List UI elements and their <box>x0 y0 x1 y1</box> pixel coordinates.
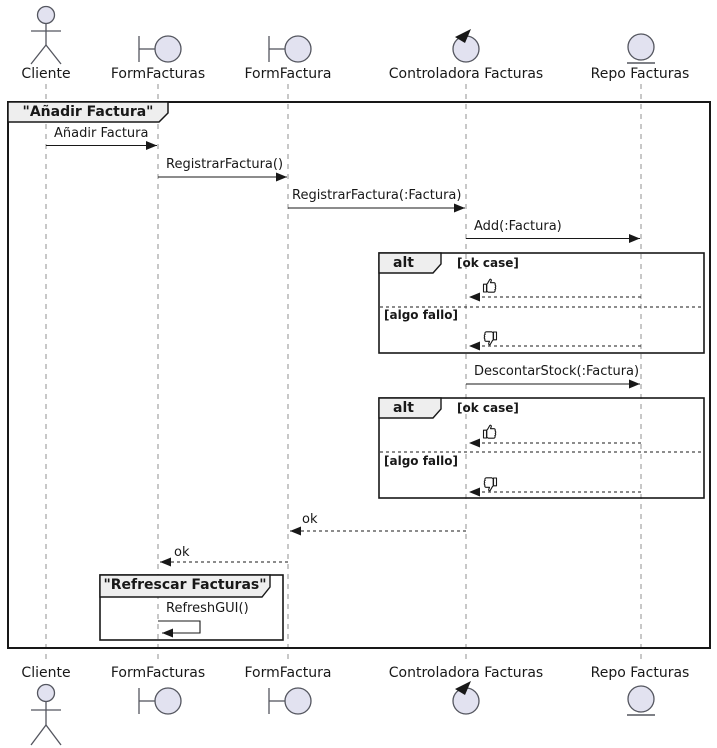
outer-frame <box>7 101 711 649</box>
thumbs-up-icon <box>482 424 497 439</box>
alt-frame-1 <box>378 252 705 354</box>
control-icon <box>452 29 480 63</box>
alt-operator-1: alt <box>393 255 414 271</box>
alt-frame-2 <box>378 397 705 499</box>
message-label-registrar-factura: RegistrarFactura() <box>166 157 284 172</box>
actor-icon <box>30 683 62 746</box>
alt-guard-fail-1: [algo fallo] <box>384 308 458 322</box>
inner-frame <box>99 574 284 641</box>
alt-frame-2-tab <box>378 397 442 419</box>
inner-frame-tab <box>99 574 271 598</box>
lifelines <box>45 84 642 661</box>
message-arrows <box>46 141 640 389</box>
message-label-add-factura: Add(:Factura) <box>474 219 562 234</box>
thumbs-down-icon <box>483 331 498 346</box>
participant-label-repo: Repo Facturas <box>590 66 690 82</box>
message-label-registrar-factura-param: RegistrarFactura(:Factura) <box>292 188 462 203</box>
outer-frame-tab <box>7 101 169 123</box>
alt-guard-ok-1: [ok case] <box>457 256 519 270</box>
participant-label-formfacturas: FormFacturas <box>110 66 206 82</box>
actor-icon <box>30 5 62 65</box>
entity-icon <box>627 33 655 64</box>
thumbs-down-icon <box>483 477 498 492</box>
message-label-ok-1: ok <box>302 512 318 527</box>
boundary-icon <box>268 35 312 63</box>
alt-guard-fail-2: [algo fallo] <box>384 454 458 468</box>
thumbs-up-icon <box>482 278 497 293</box>
participant-label-formfactura-bottom: FormFactura <box>244 665 332 681</box>
participant-label-cliente: Cliente <box>21 66 71 82</box>
alt-frame-1-tab <box>378 252 442 274</box>
message-label-descontar-stock: DescontarStock(:Factura) <box>474 364 640 379</box>
participant-label-formfacturas-bottom: FormFacturas <box>110 665 206 681</box>
boundary-icon <box>138 35 182 63</box>
message-label-refresh-gui: RefreshGUI() <box>166 601 249 616</box>
participant-label-repo-bottom: Repo Facturas <box>590 665 690 681</box>
boundary-icon <box>268 687 312 715</box>
participant-label-controladora: Controladora Facturas <box>388 66 544 82</box>
boundary-icon <box>138 687 182 715</box>
outer-frame-title: "Añadir Factura" <box>22 104 154 120</box>
participant-label-formfactura: FormFactura <box>244 66 332 82</box>
arrow-refresh-gui-self <box>158 620 201 638</box>
alt-operator-2: alt <box>393 400 414 416</box>
participant-label-cliente-bottom: Cliente <box>21 665 71 681</box>
message-label-ok-2: ok <box>174 545 190 560</box>
alt-guard-ok-2: [ok case] <box>457 401 519 415</box>
entity-icon <box>627 685 655 716</box>
inner-frame-title: "Refrescar Facturas" <box>103 577 267 593</box>
participant-label-controladora-bottom: Controladora Facturas <box>388 665 544 681</box>
message-label-anadir-factura: Añadir Factura <box>54 126 149 141</box>
control-icon <box>452 681 480 715</box>
return-arrows <box>160 292 641 567</box>
